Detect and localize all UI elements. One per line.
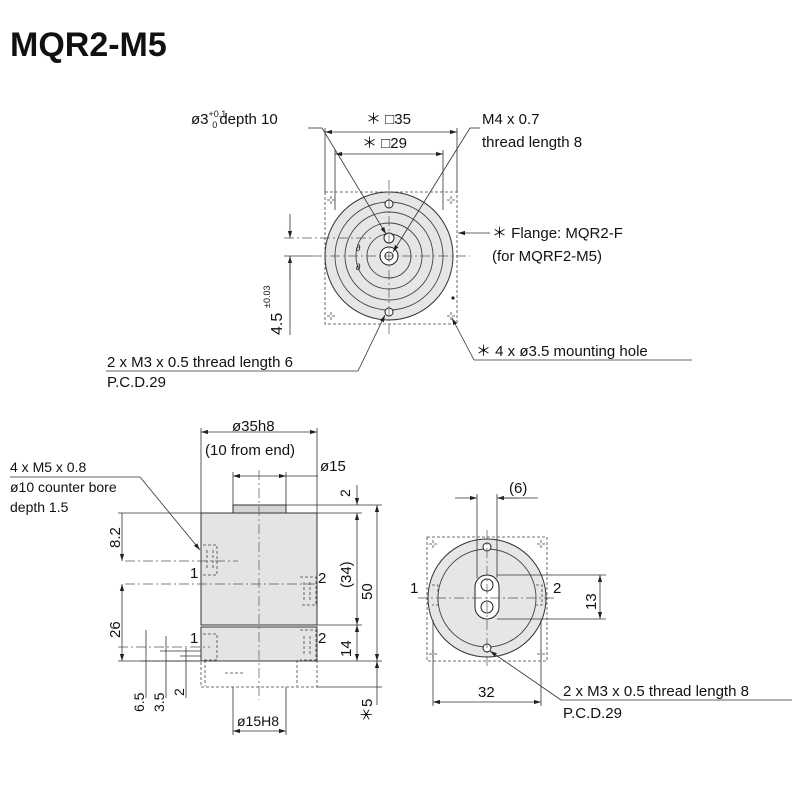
dim-2-top: 2	[337, 489, 353, 497]
m5-label-line2: ø10 counter bore	[10, 479, 117, 495]
svg-text:∂: ∂	[356, 243, 361, 253]
bottom-port-1: 1	[410, 580, 418, 597]
m3-label-line1: 2 x M3 x 0.5 thread length 6	[107, 354, 293, 371]
mounting-hole-marks	[327, 196, 455, 320]
dim-32: 32	[478, 684, 495, 701]
dim-4-5-tol: ±0.03	[262, 286, 272, 308]
port-1-upper: 1	[190, 565, 198, 582]
port-2-upper: 2	[318, 570, 326, 587]
dim-26: 26	[107, 621, 124, 638]
dim-4-5: 4.5	[269, 313, 286, 335]
dim-sq35: ＊ □35	[366, 111, 411, 128]
dim-2-bottom: 2	[171, 688, 187, 696]
side-view: 1 2 1 2 ø35h8 (10 from end) ø15 4 x M5 x…	[10, 418, 382, 735]
dim-6-5: 6.5	[131, 692, 147, 712]
flange-label-line1: ＊ Flange: MQR2-F	[492, 225, 623, 242]
dim-from-end: (10 from end)	[205, 442, 295, 459]
bottom-port-2: 2	[553, 580, 561, 597]
bottom-m3-label-line1: 2 x M3 x 0.5 thread length 8	[563, 683, 749, 700]
dim-dia35h8: ø35h8	[232, 418, 275, 435]
flange-label-line2: (for MQRF2-M5)	[492, 248, 602, 265]
bottom-view: 1 2 (6) 13 32 2 x M3 x 0.5 thread length…	[410, 480, 792, 722]
dim-5: ＊5	[359, 699, 376, 722]
bottom-m3-label-line2: P.C.D.29	[563, 705, 622, 722]
dim-14: 14	[338, 640, 355, 657]
m4-label-line1: M4 x 0.7	[482, 111, 540, 128]
dim-dia15h8: ø15H8	[237, 713, 279, 729]
shaft-stub	[232, 504, 287, 514]
svg-text:∂: ∂	[356, 262, 361, 272]
m4-label-line2: thread length 8	[482, 134, 582, 151]
port-1-lower: 1	[190, 630, 198, 647]
dim-34: (34)	[338, 561, 355, 588]
dim-6: (6)	[509, 480, 527, 497]
dim-3-5: 3.5	[151, 692, 167, 712]
dim-8-2: 8.2	[107, 527, 124, 548]
m5-label-line1: 4 x M5 x 0.8	[10, 459, 86, 475]
m3-label-line2: P.C.D.29	[107, 374, 166, 391]
dim-dia15: ø15	[320, 458, 346, 475]
page-title: MQR2-M5	[10, 26, 167, 64]
dim-sq29: ＊ □29	[362, 135, 407, 152]
m5-label-line3: depth 1.5	[10, 499, 69, 515]
mount-hole-label: ＊ 4 x ø3.5 mounting hole	[476, 343, 648, 360]
port-2-lower: 2	[318, 630, 326, 647]
dim-50: 50	[359, 583, 376, 600]
dim-13: 13	[583, 593, 600, 610]
